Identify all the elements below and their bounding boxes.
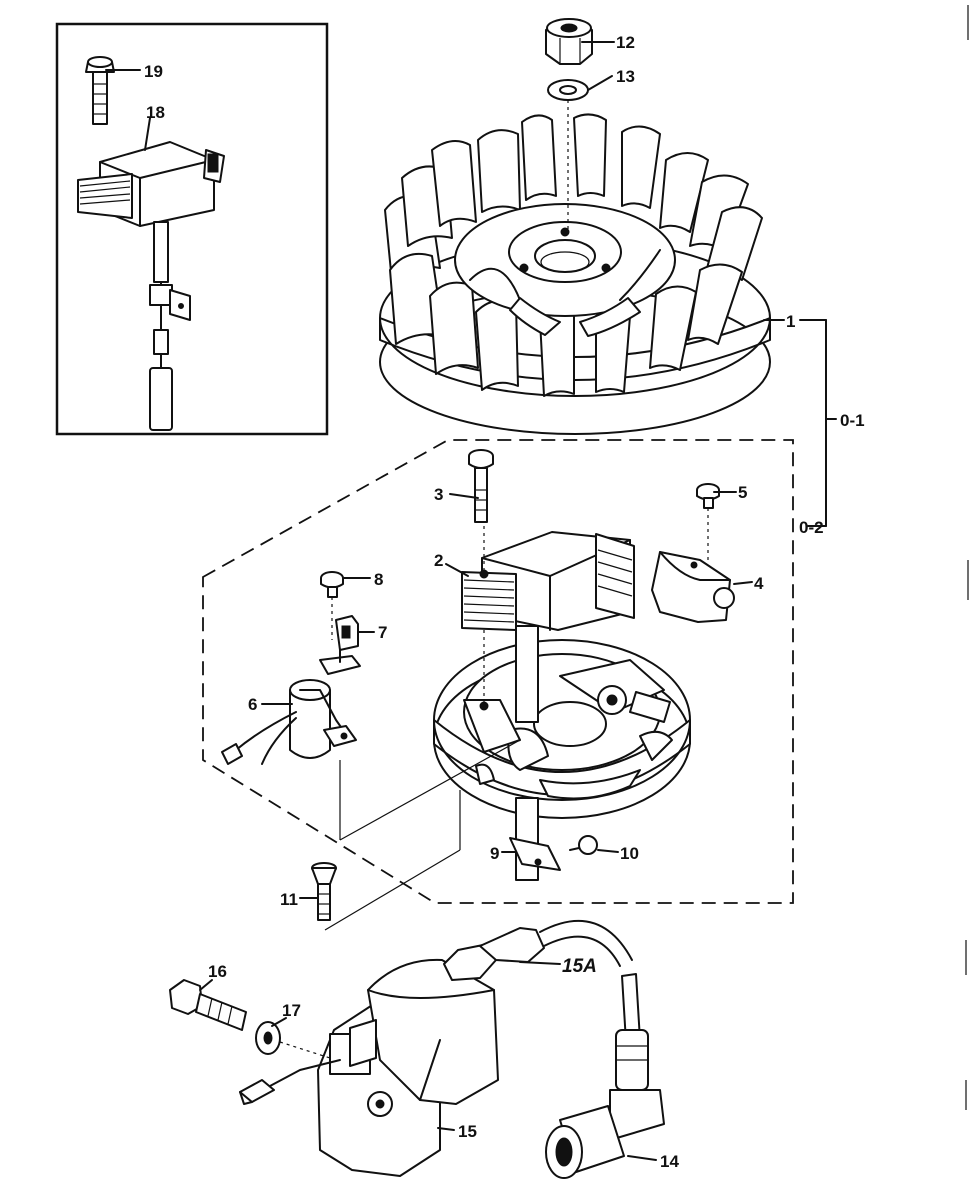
callout-0-1: 0-1	[840, 411, 865, 430]
scan-edge-marks	[965, 5, 969, 1110]
callout-19: 19	[144, 62, 163, 81]
breaker-bracket	[651, 551, 735, 623]
callout-10: 10	[620, 844, 639, 863]
callout-4: 4	[754, 574, 764, 593]
flywheel-fins	[384, 113, 763, 397]
coil-screw	[468, 449, 494, 523]
flywheel-washer	[547, 79, 589, 101]
leader-lines	[105, 41, 753, 1161]
callout-14: 14	[660, 1152, 679, 1171]
callout-1: 1	[786, 312, 795, 331]
wire-clip	[319, 615, 361, 675]
stator-lead-shaft	[509, 625, 561, 881]
callout-11: 11	[280, 890, 298, 909]
stator-kit-boundary	[202, 439, 794, 904]
inset-box	[55, 22, 329, 436]
flywheel-nut	[545, 18, 593, 65]
callout-0-2: 0-2	[799, 518, 824, 537]
callout-13: 13	[616, 67, 635, 86]
stator-screw-small	[569, 835, 598, 855]
callout-16: 16	[208, 962, 227, 981]
callout-15: 15	[458, 1122, 477, 1141]
coil-washer	[255, 1021, 281, 1055]
coil-boot-and-lead	[443, 919, 633, 981]
stator-plate	[433, 639, 691, 819]
callout-5: 5	[738, 483, 747, 502]
clip-screw	[320, 571, 344, 598]
callout-3: 3	[434, 485, 443, 504]
assembly-bracket	[763, 319, 837, 527]
callout-8: 8	[374, 570, 383, 589]
inset-lead-wire	[149, 221, 191, 431]
callout-6: 6	[248, 695, 257, 714]
flywheel	[379, 113, 771, 435]
condenser	[221, 679, 357, 765]
stator-mount-screw	[311, 862, 337, 921]
callout-7: 7	[378, 623, 387, 642]
callout-12: 12	[616, 33, 635, 52]
inset-bolt	[85, 56, 115, 125]
callout-18: 18	[146, 103, 165, 122]
ignition-coil-external	[239, 958, 499, 1177]
callout-17: 17	[282, 1001, 301, 1020]
callout-labels: 19 18 12 13 1 0-1 0-2 3 5 2 4 8 7 6 9 10…	[144, 33, 865, 1171]
bracket-screw	[696, 483, 720, 509]
callout-15a: 15A	[562, 956, 597, 977]
coil-bolt	[169, 979, 247, 1031]
spark-plug-cap	[545, 973, 665, 1179]
ignition-coil-stator	[461, 531, 635, 631]
inset-coil	[77, 141, 225, 227]
callout-9: 9	[490, 844, 499, 863]
callout-2: 2	[434, 551, 443, 570]
